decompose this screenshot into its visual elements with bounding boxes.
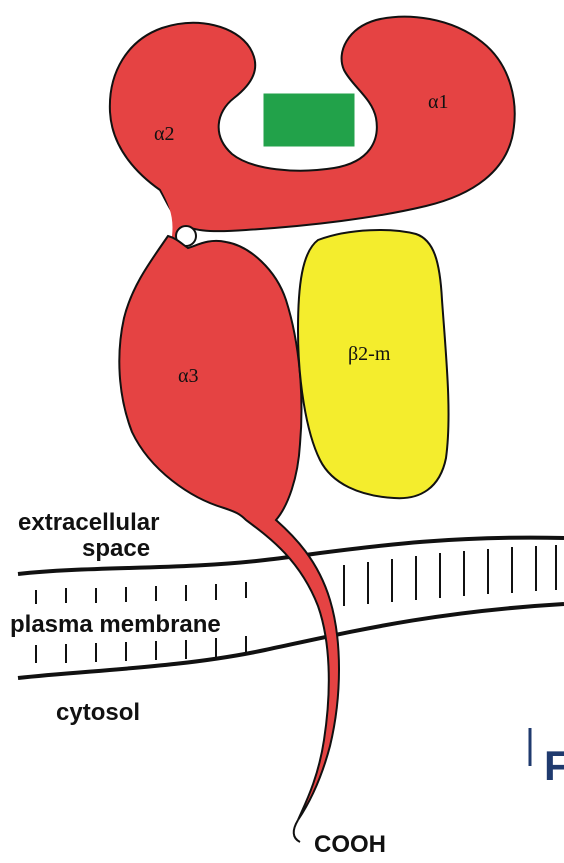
- alpha1-label: α1: [428, 91, 448, 113]
- cooh-tail-end: [294, 820, 300, 842]
- cytosol-label: cytosol: [56, 699, 140, 726]
- cooh-label: COOH: [314, 831, 386, 858]
- plasma-membrane-label: plasma membrane: [10, 611, 221, 638]
- alpha2-label: α2: [154, 123, 174, 145]
- extracellular-label-line1: extracellular: [18, 509, 159, 536]
- cut-off-letter: F: [544, 742, 564, 789]
- partial-overlay-element: F: [530, 728, 564, 789]
- extracellular-label-line2: space: [82, 535, 150, 562]
- beta2m-label: β2-m: [348, 343, 391, 365]
- peptide-block: [264, 94, 354, 146]
- alpha3-label: α3: [178, 365, 198, 387]
